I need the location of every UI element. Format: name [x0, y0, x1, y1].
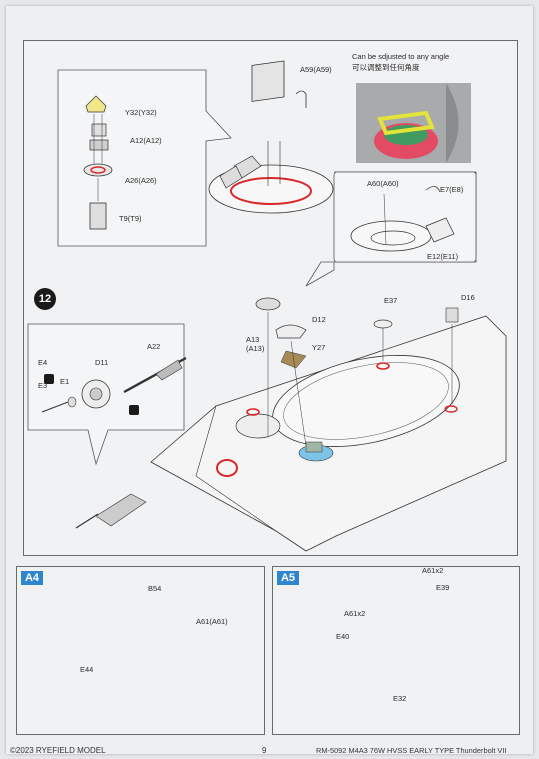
footer-copyright: ©2023 RYEFIELD MODEL	[10, 746, 106, 755]
panel-a5-tag: A5	[277, 571, 299, 585]
callout-top-left-outline	[57, 69, 232, 247]
label-e39: E39	[436, 583, 450, 592]
machine-gun-parts	[41, 356, 187, 415]
hatch-drawing	[208, 60, 334, 214]
label-e7: E7(E8)	[440, 185, 464, 194]
label-e12: E12(E11)	[427, 252, 459, 261]
label-a26: A26(A26)	[125, 176, 157, 185]
label-e44: E44	[80, 665, 94, 674]
panel-a4: A4	[16, 566, 265, 735]
reference-photo	[356, 83, 471, 163]
note-english: Can be sdjusted to any angle	[352, 52, 450, 61]
panel-a4-tag: A4	[21, 571, 43, 585]
label-d11: D11	[95, 358, 109, 367]
label-d12: D12	[312, 315, 326, 324]
loader-hatch-parts	[350, 186, 455, 252]
label-e4: E4	[38, 358, 48, 367]
label-e37: E37	[384, 296, 398, 305]
label-t9: T9(T9)	[119, 214, 142, 223]
step-number: 12	[34, 288, 56, 310]
label-e32: E32	[393, 694, 407, 703]
label-b54: B54	[148, 584, 162, 593]
label-a22: A22	[147, 342, 161, 351]
label-a61x2-top: A61x2	[422, 566, 444, 575]
label-a61-a4: A61(A61)	[196, 617, 228, 626]
label-a61x2-mid: A61x2	[344, 609, 366, 618]
instruction-page: 12 Y32(Y32) A12(A12) A26(A26) T9(T9) Can…	[6, 6, 533, 755]
footer-product: RM-5092 M4A3 76W HVSS EARLY TYPE Thunder…	[316, 746, 507, 755]
periscope-parts	[83, 95, 113, 230]
note-chinese: 可以调整到任何角度	[352, 63, 420, 72]
label-d16: D16	[461, 293, 475, 302]
label-a13-alt: (A13)	[246, 344, 265, 353]
label-a60: A60(A60)	[367, 179, 399, 188]
footer-page-number: 9	[262, 746, 267, 755]
hull-drawing	[75, 297, 507, 552]
assembly-drawing	[27, 60, 507, 719]
label-e1: E1	[60, 377, 70, 386]
label-a12: A12(A12)	[130, 136, 162, 145]
label-y32: Y32(Y32)	[125, 108, 157, 117]
label-a13: A13	[246, 335, 260, 344]
label-e40: E40	[336, 632, 350, 641]
label-a59: A59(A59)	[300, 65, 332, 74]
label-y27: Y27	[312, 343, 326, 352]
panel-a5: A5	[272, 566, 520, 735]
label-e3: E3	[38, 381, 48, 390]
